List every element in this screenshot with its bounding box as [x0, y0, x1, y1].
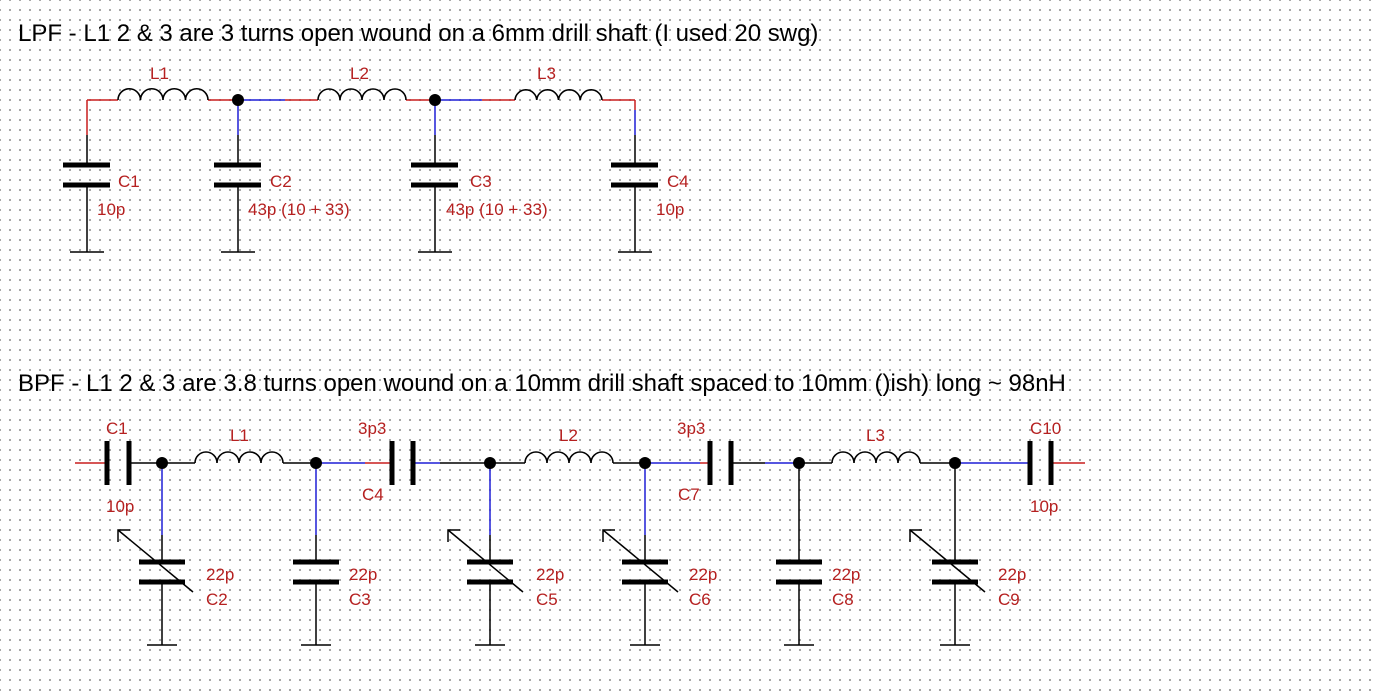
- bpf-junction-dot: [156, 457, 168, 469]
- bpf-c1-value: 10p: [106, 497, 134, 516]
- bpf-c9-value: 22p: [998, 565, 1026, 584]
- bpf-c10-label: C10: [1030, 419, 1061, 438]
- lpf-c1-capacitor: [63, 100, 110, 253]
- bpf-c6-trimmer-capacitor: [602, 463, 679, 646]
- bpf-c2-label: C2: [206, 590, 228, 609]
- lpf-c1-value: 10p: [97, 200, 125, 219]
- lpf-c3-capacitor: [411, 100, 458, 253]
- lpf-l1-inductor: [117, 88, 209, 101]
- bpf-c3-capacitor: [293, 463, 339, 646]
- lpf-l2-label: L2: [350, 64, 369, 83]
- lpf-l3-inductor: [514, 89, 603, 101]
- bpf-c7-value: 3p3: [677, 419, 705, 438]
- lpf-c4-value: 10p: [656, 200, 684, 219]
- bpf-c6-value: 22p: [689, 565, 717, 584]
- bpf-c10-capacitor: [1027, 441, 1054, 485]
- lpf-c2-value: 43p (10 + 33): [248, 200, 350, 219]
- bpf-junction-dot: [639, 457, 651, 469]
- bpf-c8-label: C8: [832, 590, 854, 609]
- bpf-c5-label: C5: [536, 590, 558, 609]
- lpf-c4-capacitor: [611, 100, 658, 253]
- lpf-l2-inductor: [317, 88, 407, 101]
- lpf-c2-capacitor: [214, 100, 261, 253]
- bpf-c3-value: 22p: [349, 565, 377, 584]
- bpf-l1-label: L1: [230, 426, 249, 445]
- bpf-c2-trimmer-capacitor: [117, 463, 194, 646]
- lpf-junction-dot: [232, 94, 244, 106]
- lpf-c1-label: C1: [118, 172, 140, 191]
- bpf-l2-label: L2: [559, 426, 578, 445]
- bpf-c3-label: C3: [349, 590, 371, 609]
- bpf-c4-capacitor: [389, 441, 416, 485]
- lpf-l1-label: L1: [150, 64, 169, 83]
- bpf-c1-label: C1: [106, 419, 128, 438]
- bpf-title: BPF - L1 2 & 3 are 3.8 turns open wound …: [18, 370, 1066, 397]
- bpf-c4-label: C4: [362, 485, 384, 504]
- bpf-c5-trimmer-capacitor: [447, 463, 524, 646]
- bpf-junction-dot: [484, 457, 496, 469]
- bpf-c1-capacitor: [104, 441, 132, 485]
- lpf-c2-label: C2: [270, 172, 292, 191]
- lpf-l3-label: L3: [537, 64, 556, 83]
- bpf-l3-label: L3: [866, 426, 885, 445]
- bpf-c8-capacitor: [776, 463, 822, 646]
- bpf-l2-inductor: [524, 451, 614, 464]
- bpf-junction-dot: [949, 457, 961, 469]
- bpf-junction-dot: [310, 457, 322, 469]
- lpf-junction-dot: [429, 94, 441, 106]
- bpf-c9-trimmer-capacitor: [909, 463, 986, 646]
- lpf-c3-value: 43p (10 + 33): [446, 200, 548, 219]
- lpf-c4-label: C4: [667, 172, 689, 191]
- bpf-c7-capacitor: [707, 441, 734, 485]
- bpf-c7-label: C7: [678, 485, 700, 504]
- bpf-c9-label: C9: [998, 590, 1020, 609]
- lpf-c3-label: C3: [470, 172, 492, 191]
- lpf-title: LPF - L1 2 & 3 are 3 turns open wound on…: [18, 20, 818, 47]
- bpf-c4-value: 3p3: [358, 419, 386, 438]
- bpf-l1-inductor: [194, 451, 284, 464]
- bpf-c10-value: 10p: [1030, 497, 1058, 516]
- bpf-c2-value: 22p: [206, 565, 234, 584]
- bpf-junction-dot: [793, 457, 805, 469]
- bpf-c5-value: 22p: [536, 565, 564, 584]
- bpf-l3-inductor: [831, 451, 921, 464]
- bpf-c8-value: 22p: [832, 565, 860, 584]
- bpf-c6-label: C6: [689, 590, 711, 609]
